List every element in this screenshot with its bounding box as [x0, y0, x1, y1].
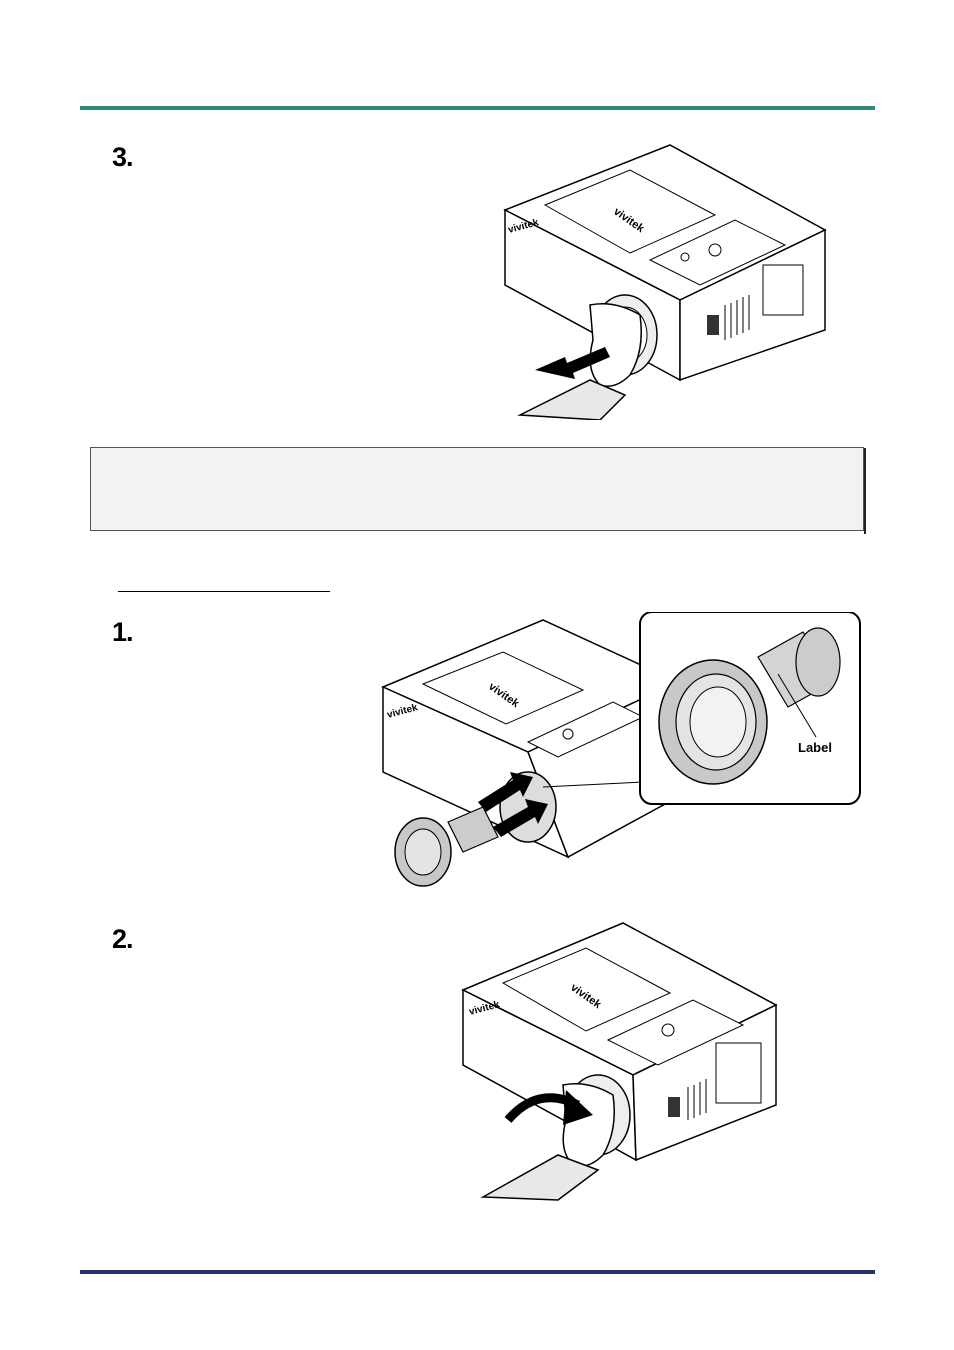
header-rule — [80, 106, 875, 110]
lens-label-callout: Label — [798, 740, 832, 755]
figure-insert-lens: vivitek vivitek Label — [378, 612, 866, 902]
step-number-2: 2. — [112, 924, 134, 954]
note-box — [90, 447, 866, 534]
figure-remove-lens: vivitek vivitek — [495, 135, 830, 420]
step-number-1: 1. — [112, 617, 134, 647]
figure-rotate-lens: vivitek vivitek — [458, 915, 780, 1205]
step-number-3: 3. — [112, 142, 134, 172]
footer-rule — [80, 1270, 875, 1274]
section-heading-underline — [118, 591, 330, 592]
